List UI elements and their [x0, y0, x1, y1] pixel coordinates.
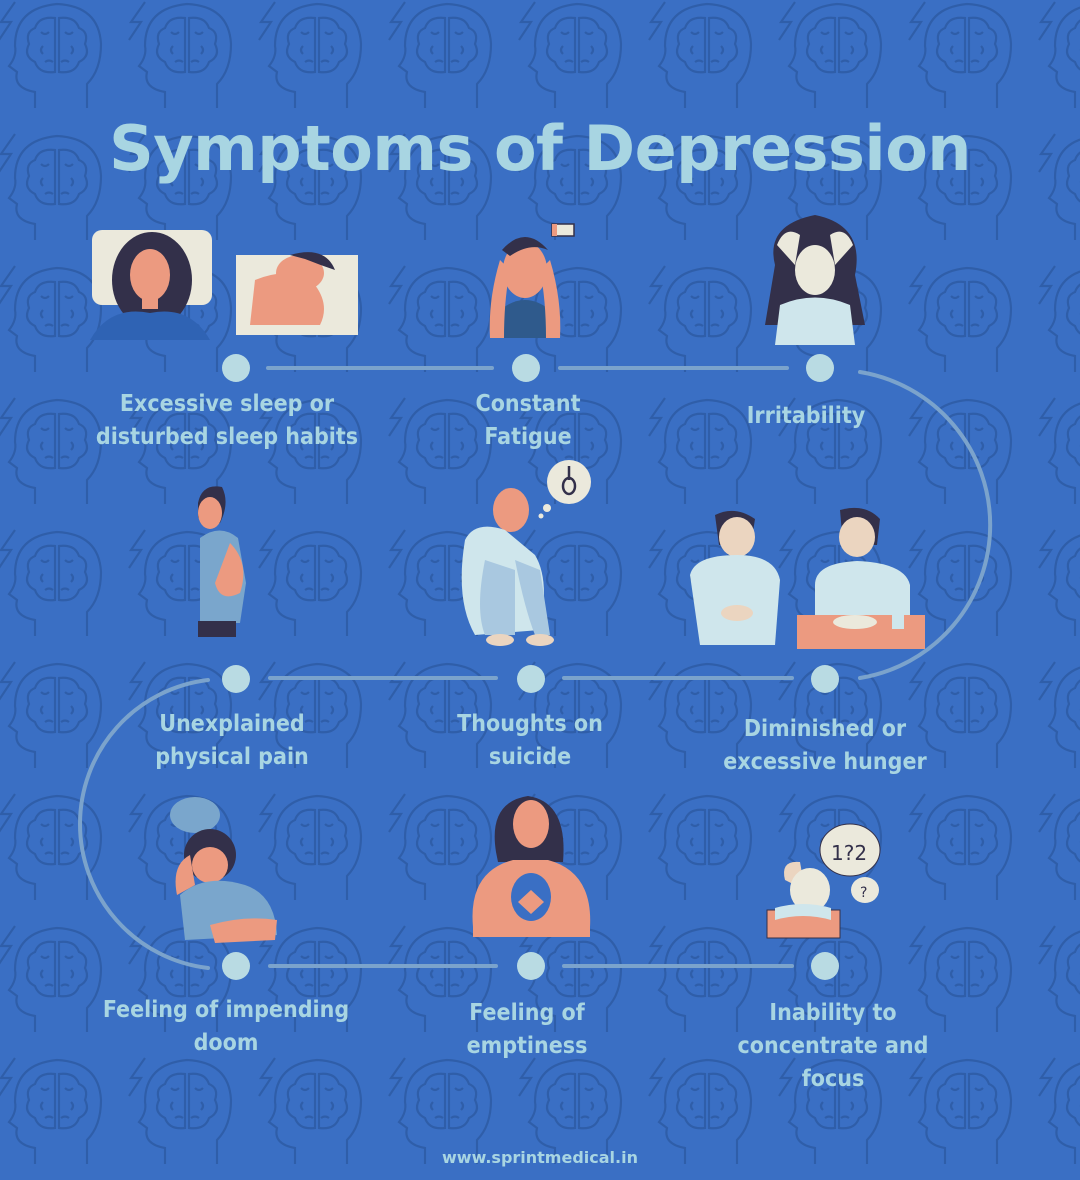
symptom-label-line: emptiness — [466, 1033, 588, 1059]
woman-with-dark-cloud-icon — [170, 797, 277, 943]
symptom-label-line: doom — [193, 1030, 259, 1056]
symptom-label-line: Thoughts on — [457, 711, 603, 737]
symptom-label-line: physical pain — [155, 744, 309, 770]
timeline-dot — [517, 952, 545, 980]
symptom-label-line: Feeling of impending — [102, 997, 350, 1023]
symptom-inability-to-concentrate: Inability to concentrate and focus — [683, 997, 983, 1096]
symptom-label-line: Fatigue — [484, 424, 572, 450]
symptom-label-line: Excessive sleep or — [119, 391, 335, 417]
symptom-emptiness: Feeling of emptiness — [377, 997, 677, 1063]
woman-with-hole-in-chest-icon — [472, 796, 591, 937]
man-stomach-ache-and-man-at-table-icon — [690, 507, 925, 649]
woman-pulling-hair-icon — [765, 215, 865, 345]
website-link[interactable]: www.sprintmedical.in — [442, 1148, 638, 1167]
symptom-irritability: Irritability — [656, 400, 956, 433]
symptom-label-line: concentrate and — [737, 1033, 929, 1059]
timeline-dot — [806, 354, 834, 382]
symptom-impending-doom: Feeling of impending doom — [76, 994, 376, 1060]
person-hugging-knees-noose-thought-icon — [461, 460, 591, 646]
girl-reading-confused-thoughts-icon: 1?2 ? — [766, 823, 881, 939]
symptom-label-line: Inability to — [769, 1000, 897, 1026]
symptom-label-line: disturbed sleep habits — [95, 424, 359, 450]
man-holding-head-low-battery-icon — [489, 223, 575, 338]
timeline-dot — [222, 354, 250, 382]
symptom-hunger-change: Diminished or excessive hunger — [675, 713, 975, 779]
svg-text:?: ? — [860, 885, 867, 901]
symptom-label-line: excessive hunger — [723, 749, 927, 775]
timeline-dot — [222, 665, 250, 693]
symptom-label-line: Feeling of — [469, 1000, 585, 1026]
timeline-dot — [811, 952, 839, 980]
symptom-label-line: Constant — [475, 391, 581, 417]
symptom-label-line: Diminished or — [743, 716, 907, 742]
man-holding-back-pain-icon — [198, 486, 246, 637]
timeline-dot — [222, 952, 250, 980]
symptom-constant-fatigue: Constant Fatigue — [378, 388, 678, 454]
symptom-label-line: Unexplained — [159, 711, 305, 737]
symptom-label-line: suicide — [488, 744, 572, 770]
symptom-suicidal-thoughts: Thoughts on suicide — [380, 708, 680, 774]
symptom-label-line: focus — [801, 1066, 865, 1092]
symptom-excessive-sleep: Excessive sleep or disturbed sleep habit… — [77, 388, 377, 454]
timeline-dot — [512, 354, 540, 382]
symptom-label-line: Irritability — [746, 403, 866, 429]
page-title: Symptoms of Depression — [109, 111, 971, 185]
symptom-physical-pain: Unexplained physical pain — [82, 708, 382, 774]
woman-awake-in-bed-and-man-sleeping-icon — [90, 230, 358, 340]
timeline-dot — [517, 665, 545, 693]
timeline-dot — [811, 665, 839, 693]
question-mark-icon: 1?2 — [831, 841, 867, 865]
